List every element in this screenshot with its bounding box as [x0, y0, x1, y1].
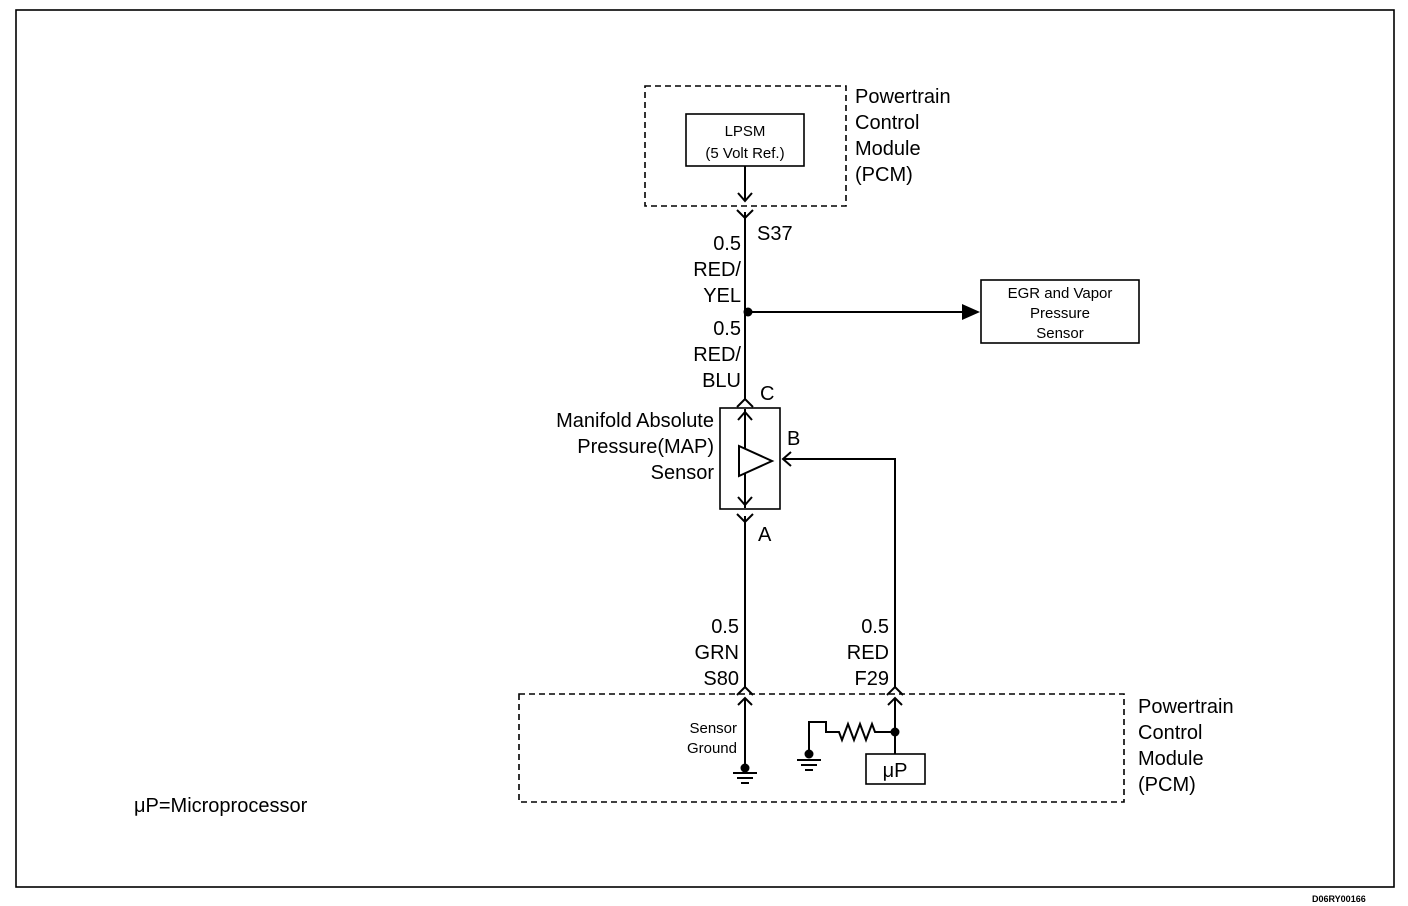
ref-wire-lower-color-1: RED/	[693, 344, 741, 366]
pcm-bottom-label-3: Module	[1138, 748, 1204, 770]
pcm-bottom-label-1: Powertrain	[1138, 696, 1234, 718]
signal-wire-color: RED	[847, 642, 889, 664]
lpsm-label: LPSM	[725, 123, 766, 140]
pcm-bottom-label-4: (PCM)	[1138, 774, 1196, 796]
s80-connector-inner	[737, 696, 753, 706]
signal-wire	[784, 458, 896, 688]
map-amplifier-symbol	[738, 444, 775, 478]
pcm-bottom-label-2: Control	[1138, 722, 1202, 744]
f29-connector-inner	[887, 696, 903, 706]
ref-wire-lower-color-2: BLU	[702, 370, 741, 392]
map-pin-a-label: A	[758, 524, 772, 546]
ref-wire-upper-color-2: YEL	[703, 285, 741, 307]
ref-wire-upper-gauge: 0.5	[713, 233, 741, 255]
pcm-top-label-1: Powertrain	[855, 86, 951, 108]
sensor-ground-label-1: Sensor	[689, 720, 737, 737]
egr-sensor-label-1: EGR and Vapor	[1008, 285, 1113, 302]
pcm-bottom-boundary	[518, 693, 1125, 803]
diagram-frame	[15, 9, 1395, 888]
lpsm-box	[685, 113, 805, 167]
map-sensor-label-1: Manifold Absolute	[556, 410, 714, 432]
microprocessor-label: μP	[883, 760, 908, 782]
pull-resistor	[808, 721, 895, 752]
ground-wire-color: GRN	[695, 642, 739, 664]
map-sensor-label-3: Sensor	[651, 462, 715, 484]
ref-wire-upper-color-1: RED/	[693, 259, 741, 281]
pcm-top-label-4: (PCM)	[855, 164, 913, 186]
pcm-top-label-3: Module	[855, 138, 921, 160]
resistor-ground-node	[804, 749, 814, 759]
signal-wire-pin: F29	[855, 668, 889, 690]
egr-sensor-label-2: Pressure	[1030, 305, 1090, 322]
egr-sensor-box	[980, 279, 1140, 344]
egr-sensor-label-3: Sensor	[1036, 325, 1084, 342]
pcm-top-boundary	[644, 85, 847, 207]
microprocessor-box	[865, 753, 926, 785]
map-pin-c-label: C	[760, 383, 774, 405]
map-pin-c-connector	[736, 397, 754, 408]
map-internal-arrow-up	[737, 410, 753, 421]
s80-connector	[736, 685, 754, 696]
ground-wire-pin: S80	[703, 668, 739, 690]
map-pin-b-label: B	[787, 428, 800, 450]
lpsm-sublabel: (5 Volt Ref.)	[705, 145, 784, 162]
legend-microprocessor: μP=Microprocessor	[134, 795, 308, 817]
sensor-ground-node	[740, 763, 750, 773]
sensor-ground-symbol	[733, 772, 757, 784]
pcm-top-label-2: Control	[855, 112, 919, 134]
resistor-ground-symbol	[797, 759, 821, 771]
ref-wire-lower-gauge: 0.5	[713, 318, 741, 340]
figure-code: D06RY00166	[1312, 894, 1366, 904]
map-sensor-label-2: Pressure(MAP)	[577, 436, 714, 458]
f29-connector	[886, 685, 904, 696]
map-pin-b-connector	[781, 451, 792, 467]
map-internal-arrow-down	[737, 496, 753, 507]
signal-wire-gauge: 0.5	[861, 616, 889, 638]
ground-wire-gauge: 0.5	[711, 616, 739, 638]
s37-pin-label: S37	[757, 223, 793, 245]
egr-branch-arrow	[962, 304, 980, 320]
lpsm-output-arrow	[737, 192, 753, 203]
sensor-ground-label-2: Ground	[687, 740, 737, 757]
